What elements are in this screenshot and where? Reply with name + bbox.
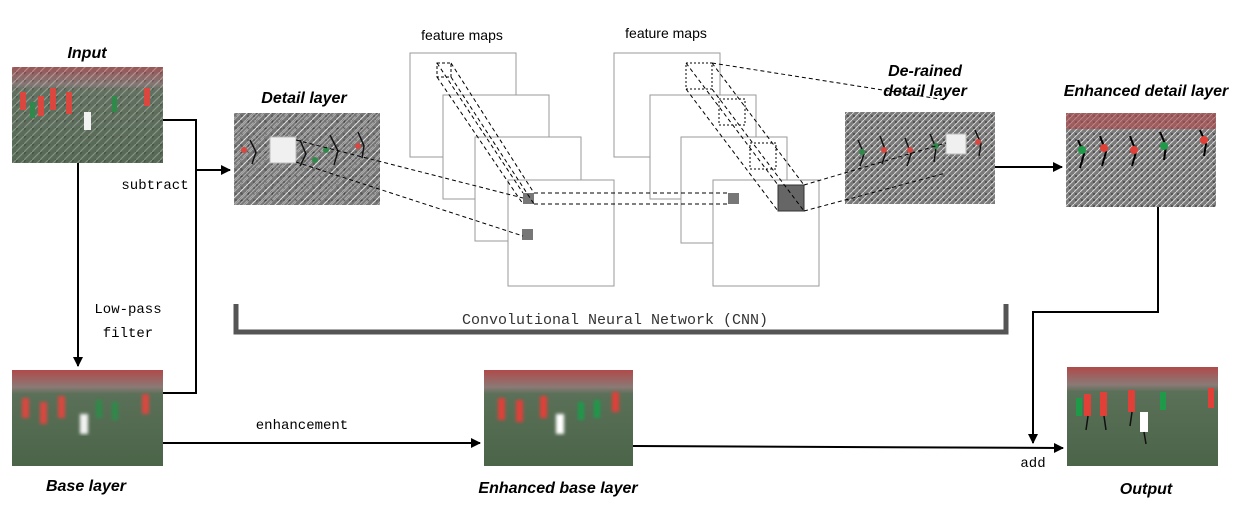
base-layer-label: Base layer — [46, 478, 127, 495]
lowpass-label-line1: Low-pass — [94, 302, 161, 318]
detail-patch — [269, 136, 297, 164]
derained-detail-layer-image — [845, 112, 995, 204]
derained-label-line2: detail layer — [883, 83, 967, 100]
feature-maps-left-stack — [409, 52, 615, 287]
input-image — [12, 67, 163, 163]
base-layer-image — [12, 370, 163, 466]
feature-maps-right-label: feature maps — [625, 25, 707, 41]
enhancement-label: enhancement — [256, 418, 348, 434]
feature-maps-left-label: feature maps — [421, 27, 503, 43]
base-to-subtract-line — [163, 170, 197, 394]
input-label: Input — [67, 45, 107, 62]
add-label: add — [1020, 456, 1045, 472]
output-image — [1067, 367, 1218, 466]
enhanced-detail-layer-image — [1066, 113, 1216, 207]
add-arrow — [632, 442, 1064, 453]
enhanced-base-layer-image — [484, 370, 633, 466]
lowpass-label-line2: filter — [103, 326, 153, 342]
enhanced-detail-layer-label: Enhanced detail layer — [1064, 83, 1229, 100]
cnn-label: Convolutional Neural Network (CNN) — [462, 312, 768, 329]
subtract-arrow — [163, 119, 231, 175]
output-label: Output — [1120, 481, 1173, 498]
subtract-label: subtract — [121, 178, 188, 194]
cnn-bracket — [233, 304, 1009, 335]
enhanced-base-layer-label: Enhanced base layer — [478, 480, 638, 497]
detail-layer-image — [234, 113, 380, 205]
feature-maps-right-stack — [613, 52, 820, 287]
derained-label-line1: De-rained — [888, 63, 963, 80]
dashed-connections — [295, 62, 947, 237]
detail-layer-label: Detail layer — [261, 90, 347, 107]
detail-to-add-arrow — [1028, 207, 1159, 444]
